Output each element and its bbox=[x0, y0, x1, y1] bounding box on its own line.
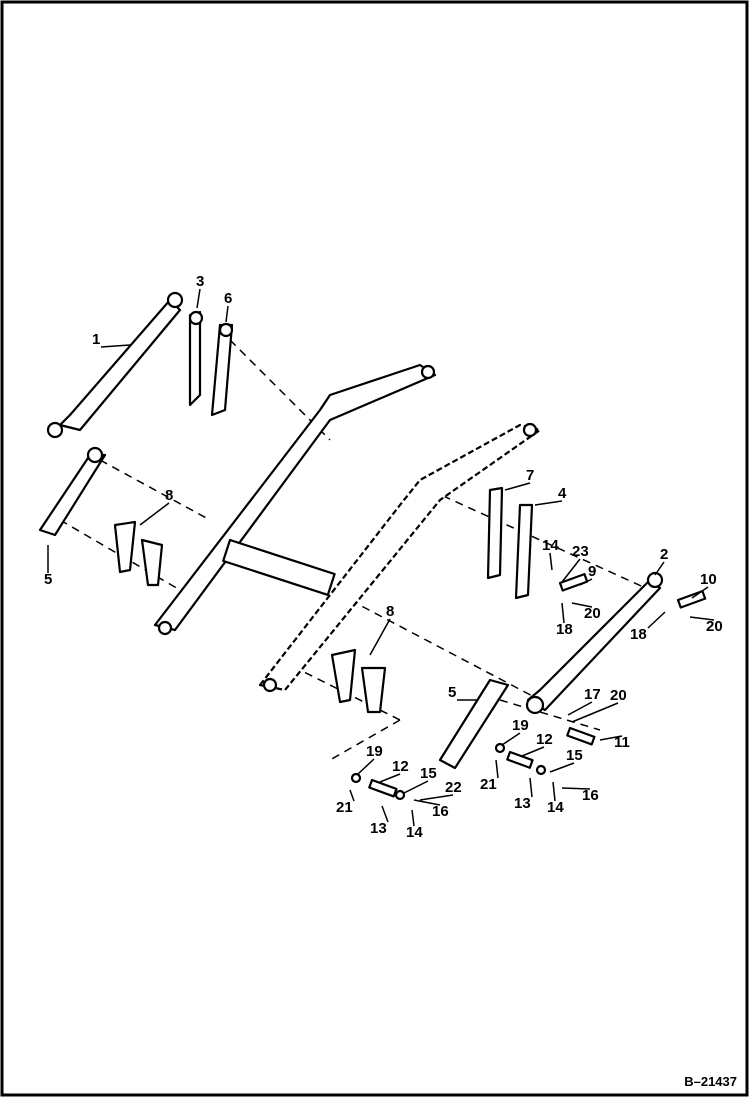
brackets-left bbox=[113, 520, 164, 587]
upper-links bbox=[188, 310, 234, 417]
callout-9: 9 bbox=[588, 563, 596, 580]
leader-line bbox=[647, 611, 666, 629]
callout-8: 8 bbox=[165, 487, 173, 504]
leader-line bbox=[691, 586, 709, 599]
leader-line bbox=[689, 616, 715, 621]
leader-line bbox=[504, 482, 531, 491]
brackets-right bbox=[330, 648, 387, 714]
leader-line bbox=[561, 787, 591, 790]
leader-line bbox=[654, 561, 665, 576]
leader-line bbox=[196, 288, 201, 309]
callout-17: 17 bbox=[584, 686, 601, 703]
leader-line bbox=[357, 758, 375, 775]
lift-cylinder-left bbox=[46, 291, 184, 439]
leader-line bbox=[571, 602, 593, 608]
callout-1: 1 bbox=[92, 331, 100, 348]
leader-line bbox=[100, 344, 131, 348]
callout-2: 2 bbox=[660, 546, 668, 563]
callout-14: 14 bbox=[547, 799, 564, 816]
callout-20: 20 bbox=[610, 687, 627, 704]
leader-line bbox=[599, 735, 623, 741]
callout-13: 13 bbox=[514, 795, 531, 812]
leader-line bbox=[521, 746, 545, 757]
lower-link-right bbox=[438, 678, 510, 770]
leader-line bbox=[225, 305, 229, 323]
callout-6: 6 bbox=[224, 290, 232, 307]
callout-12: 12 bbox=[536, 731, 553, 748]
callout-23: 23 bbox=[572, 543, 589, 560]
leader-line bbox=[549, 552, 553, 571]
leader-line bbox=[419, 794, 454, 801]
lift-arm-right bbox=[258, 422, 542, 693]
figure-number: B–21437 bbox=[684, 1074, 737, 1089]
callout-7: 7 bbox=[526, 467, 534, 484]
lift-cylinder-right bbox=[525, 571, 664, 715]
callout-10: 10 bbox=[700, 571, 717, 588]
callout-20: 20 bbox=[584, 605, 601, 622]
callout-19: 19 bbox=[366, 743, 383, 760]
leader-line bbox=[567, 701, 593, 716]
callout-16: 16 bbox=[432, 803, 449, 820]
pins bbox=[350, 573, 707, 801]
leader-lines bbox=[47, 288, 715, 827]
leader-line bbox=[349, 789, 355, 802]
leader-line bbox=[403, 780, 429, 794]
callout-18: 18 bbox=[630, 626, 647, 643]
callout-14: 14 bbox=[406, 824, 423, 841]
leader-line bbox=[501, 732, 521, 746]
leader-line bbox=[549, 762, 575, 773]
callout-5: 5 bbox=[44, 571, 52, 588]
callout-4: 4 bbox=[558, 485, 567, 502]
lower-link-left bbox=[38, 446, 107, 537]
leader-line bbox=[571, 702, 619, 723]
callout-16: 16 bbox=[582, 787, 599, 804]
right-links bbox=[486, 486, 534, 600]
leader-line bbox=[495, 759, 499, 779]
callout-22: 22 bbox=[445, 779, 462, 796]
leader-line bbox=[561, 558, 581, 583]
callout-13: 13 bbox=[370, 820, 387, 837]
callout-8: 8 bbox=[386, 603, 394, 620]
callout-11: 11 bbox=[614, 734, 630, 751]
leader-line bbox=[579, 578, 593, 586]
callout-5: 5 bbox=[448, 684, 456, 701]
callout-15: 15 bbox=[420, 765, 437, 782]
leader-line bbox=[413, 799, 441, 806]
callout-12: 12 bbox=[392, 758, 409, 775]
lift-arm-left bbox=[153, 363, 437, 636]
callout-20: 20 bbox=[706, 618, 723, 635]
callout-14: 14 bbox=[542, 537, 559, 554]
leader-line bbox=[369, 618, 391, 656]
leader-line bbox=[552, 781, 556, 802]
callout-3: 3 bbox=[196, 273, 204, 290]
leader-line bbox=[561, 602, 565, 624]
leader-line bbox=[411, 809, 415, 827]
leader-line bbox=[379, 773, 401, 783]
leader-line bbox=[139, 502, 170, 526]
callout-21: 21 bbox=[336, 799, 353, 816]
leader-line bbox=[381, 805, 389, 823]
callout-15: 15 bbox=[566, 747, 583, 764]
callout-19: 19 bbox=[512, 717, 529, 734]
leader-line bbox=[529, 777, 533, 798]
callout-18: 18 bbox=[556, 621, 573, 638]
leader-line bbox=[534, 500, 563, 506]
callout-21: 21 bbox=[480, 776, 497, 793]
